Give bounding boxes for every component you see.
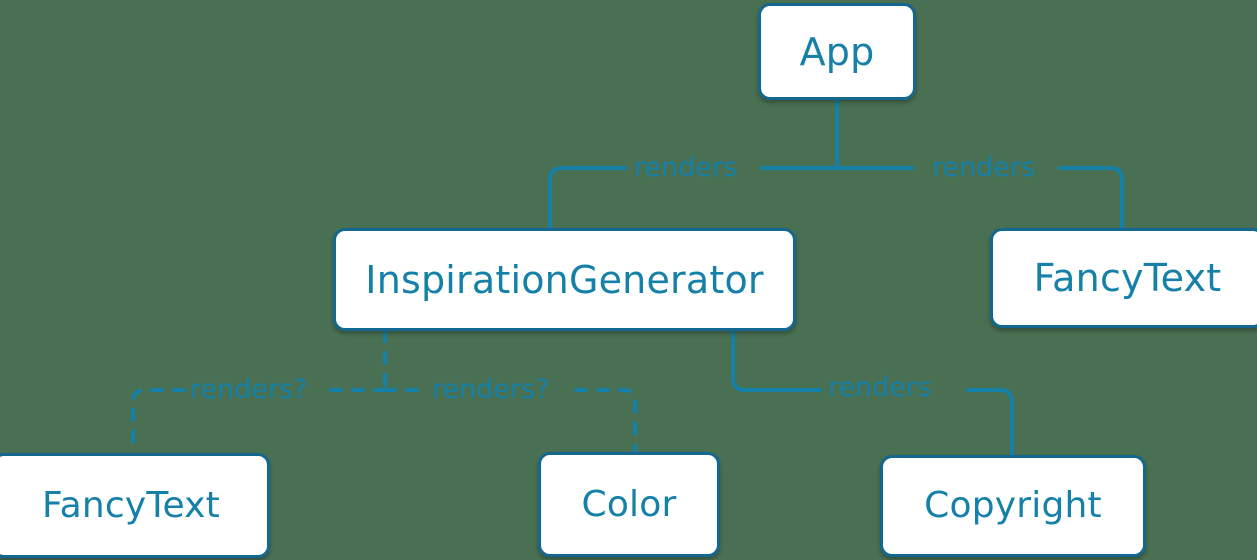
node-fancytext-left[interactable]: FancyText [0, 453, 270, 558]
node-color-label: Color [581, 483, 677, 525]
edge-label-inspirationgenerator-to-copyright: renders [828, 372, 932, 403]
edge-label-inspirationgenerator-to-fancytext: renders? [190, 374, 308, 405]
edge-app-to-inspirationgenerator [548, 166, 839, 230]
edge-app-to-fancytext [835, 166, 1124, 230]
edge-inspirationgenerator-to-color [383, 388, 637, 454]
node-fancytext-left-label: FancyText [42, 484, 220, 526]
edge-label-app-to-inspirationgenerator: renders [634, 152, 738, 183]
edge-inspirationgenerator-to-copyright [731, 329, 1014, 457]
node-inspiration-generator[interactable]: InspirationGenerator [333, 228, 796, 331]
node-copyright-label: Copyright [924, 485, 1102, 526]
node-color[interactable]: Color [538, 452, 720, 557]
edge-label-app-to-fancytext: renders [932, 152, 1036, 183]
node-copyright[interactable]: Copyright [880, 455, 1146, 557]
node-inspiration-generator-label: InspirationGenerator [365, 257, 764, 302]
node-fancytext-right-label: FancyText [1033, 256, 1222, 300]
node-app[interactable]: App [758, 3, 916, 100]
edge-label-inspirationgenerator-to-color: renders? [432, 374, 550, 405]
node-app-label: App [799, 29, 875, 74]
node-fancytext-right[interactable]: FancyText [990, 228, 1257, 328]
edge-inspirationgenerator-to-fancytext [131, 388, 387, 455]
